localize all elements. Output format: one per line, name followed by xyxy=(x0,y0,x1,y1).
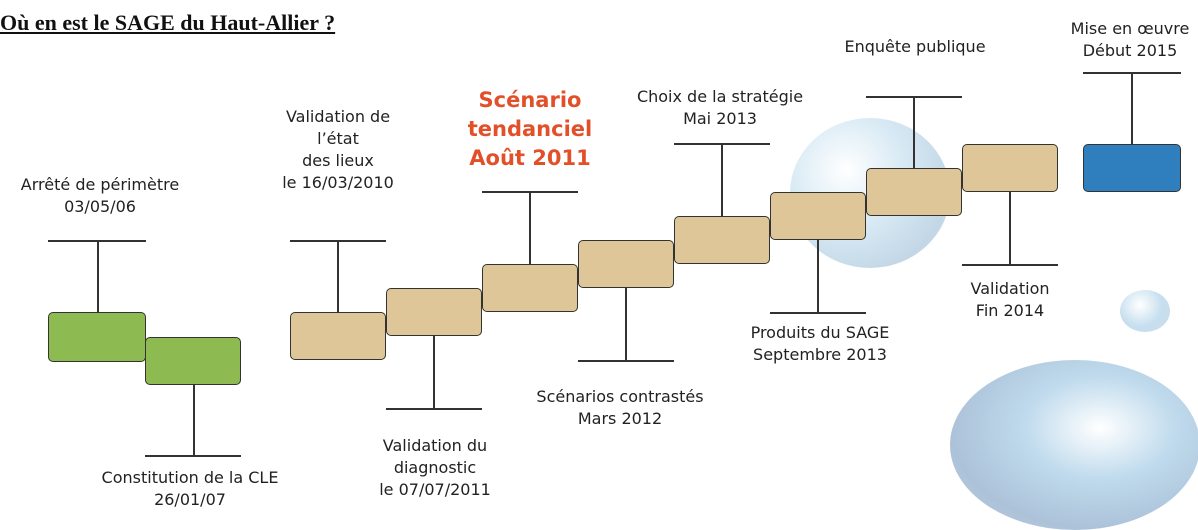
step-box-produits-sage xyxy=(770,192,866,240)
step-label-line: Arrêté de périmètre xyxy=(20,175,180,194)
step-label-line: Validation de xyxy=(285,107,391,126)
connector-stem xyxy=(625,288,627,360)
step-label-validation: Validation Fin 2014 xyxy=(940,278,1080,322)
step-label-line: Constitution de la CLE xyxy=(101,468,279,487)
step-label-line: le 07/07/2011 xyxy=(379,480,491,499)
connector-bar xyxy=(386,408,482,410)
step-label-line: Début 2015 xyxy=(1082,41,1178,60)
step-box-enquete-publique xyxy=(866,168,962,216)
step-box-constitution-cle xyxy=(145,337,241,385)
step-box-diagnostic xyxy=(386,288,482,336)
connector-stem xyxy=(1131,72,1133,144)
step-label-etat-des-lieux: Validation de l’état des lieux le 16/03/… xyxy=(258,106,418,194)
connector-bar xyxy=(770,312,866,314)
page-title: Où en est le SAGE du Haut-Allier ? xyxy=(0,10,336,35)
connector-stem xyxy=(721,143,723,216)
step-label-diagnostic: Validation du diagnostic le 07/07/2011 xyxy=(355,435,515,501)
step-box-etat-des-lieux xyxy=(290,312,386,360)
step-label-line: Fin 2014 xyxy=(975,301,1045,320)
step-label-produits-sage: Produits du SAGE Septembre 2013 xyxy=(730,322,910,366)
step-label-line: le 16/03/2010 xyxy=(282,173,394,192)
connector-stem xyxy=(337,240,339,312)
step-label-line: Août 2011 xyxy=(469,146,591,170)
step-label-line: diagnostic xyxy=(393,458,477,477)
step-label-line: Septembre 2013 xyxy=(753,345,887,364)
step-label-constitution-cle: Constitution de la CLE 26/01/07 xyxy=(85,467,295,511)
step-label-mise-en-oeuvre: Mise en œuvre Début 2015 xyxy=(1062,18,1198,62)
water-bubble-bottom-right xyxy=(950,360,1198,530)
connector-stem xyxy=(193,385,195,455)
connector-stem xyxy=(97,240,99,312)
step-label-line: l’état xyxy=(317,129,359,148)
step-label-line: tendanciel xyxy=(467,117,593,141)
connector-stem xyxy=(529,191,531,264)
step-box-arrete-perimetre xyxy=(48,312,146,362)
connector-bar xyxy=(578,360,674,362)
step-box-validation xyxy=(962,144,1058,192)
water-drop-small xyxy=(1120,290,1170,332)
connector-stem xyxy=(433,336,435,408)
step-label-line: Validation du xyxy=(382,436,488,455)
connector-stem xyxy=(913,96,915,168)
step-label-choix-strategie: Choix de la stratégie Mai 2013 xyxy=(615,86,825,130)
step-label-line: Scénario xyxy=(478,88,582,112)
step-box-mise-en-oeuvre xyxy=(1083,144,1181,192)
step-label-line: Choix de la stratégie xyxy=(636,87,804,106)
step-label-line: Validation xyxy=(970,279,1050,298)
step-label-line: Mise en œuvre xyxy=(1070,19,1190,38)
connector-stem xyxy=(817,240,819,312)
step-box-scenarios-contrastes xyxy=(578,240,674,288)
connector-stem xyxy=(1009,192,1011,264)
step-label-line: Mai 2013 xyxy=(683,109,757,128)
step-label-line: Scénarios contrastés xyxy=(536,387,704,406)
step-box-choix-strategie xyxy=(674,216,770,264)
connector-bar xyxy=(145,455,241,457)
step-label-line: 26/01/07 xyxy=(154,490,226,509)
step-box-scenario-tendanciel xyxy=(482,264,578,312)
step-label-arrete-perimetre: Arrêté de périmètre 03/05/06 xyxy=(0,174,200,218)
step-label-line: Enquête publique xyxy=(844,37,986,56)
step-label-scenario-tendanciel: Scénario tendanciel Août 2011 xyxy=(455,86,605,173)
step-label-enquete-publique: Enquête publique xyxy=(820,36,1010,58)
step-label-line: 03/05/06 xyxy=(64,197,136,216)
connector-bar xyxy=(962,264,1058,266)
step-label-line: des lieux xyxy=(302,151,374,170)
step-label-line: Produits du SAGE xyxy=(750,323,890,342)
step-label-line: Mars 2012 xyxy=(577,409,663,428)
step-label-scenarios-contrastes: Scénarios contrastés Mars 2012 xyxy=(515,386,725,430)
